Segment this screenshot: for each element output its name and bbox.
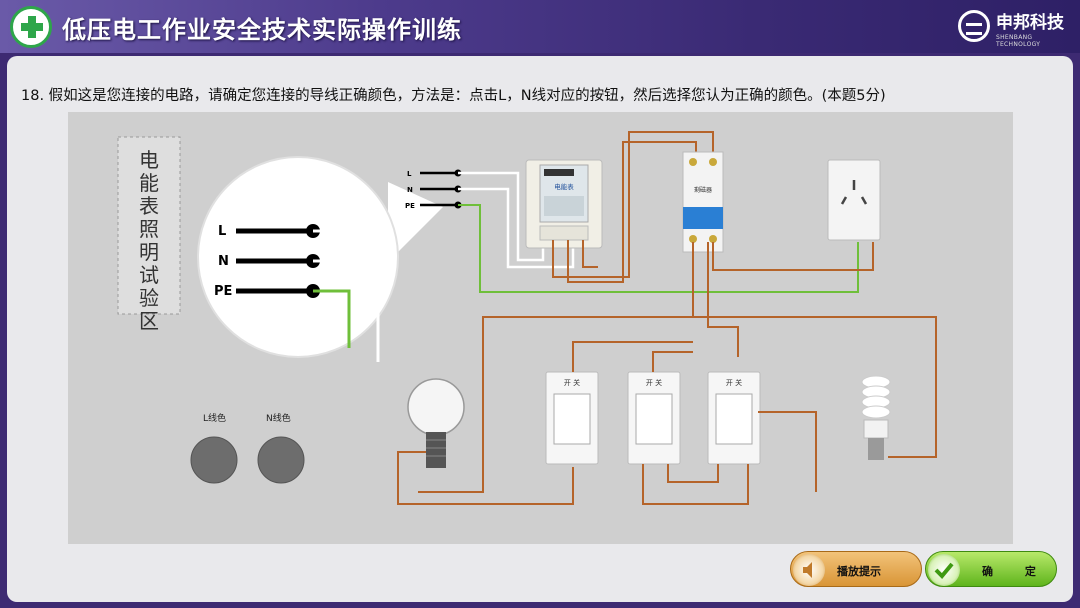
- supply-label-n: N: [407, 186, 413, 194]
- vlabel-char: 试: [139, 263, 159, 287]
- test-area-label: 电 能 表 照 明 试 验 区: [139, 148, 159, 333]
- question-panel: 18. 假如这是您连接的电路，请确定您连接的导线正确颜色，方法是：点击L，N线对…: [7, 56, 1073, 602]
- vlabel-char: 验: [139, 286, 159, 310]
- switch-label: 开 关: [726, 378, 742, 387]
- test-area-label-box: [117, 136, 181, 315]
- n-color-label: N线色: [266, 412, 291, 424]
- brand-logo: 申邦科技 SHENBANG TECHNOLOGY: [958, 8, 1070, 48]
- speaker-icon: [793, 554, 825, 586]
- circuit-diagram: 电 能 表 照 明 试 验 区 L N P: [68, 112, 1013, 544]
- brand-name: 申邦科技: [996, 13, 1064, 33]
- wire-l: [458, 171, 545, 262]
- zoom-label-pe: PE: [214, 284, 232, 299]
- play-hint-button[interactable]: 播放提示: [790, 551, 922, 587]
- brand-mark-icon: [958, 10, 990, 42]
- zoom-wire-l: [313, 229, 389, 244]
- confirm-label: 确 定: [982, 565, 1050, 578]
- safety-cross-logo-icon: [10, 6, 52, 48]
- brand-subtitle: SHENBANG TECHNOLOGY: [996, 34, 1041, 48]
- l-color-label: L线色: [203, 412, 226, 424]
- checkmark-icon: [928, 554, 960, 586]
- breaker-label: 剩磁器: [694, 186, 712, 194]
- wire-n: [458, 187, 575, 269]
- wall-switch-2: 开 关: [627, 371, 681, 465]
- leakage-breaker: 剩磁器: [682, 151, 724, 253]
- switch-label: 开 关: [564, 378, 580, 387]
- vlabel-char: 明: [139, 240, 159, 264]
- vlabel-char: 区: [139, 309, 159, 333]
- power-socket: [827, 159, 881, 241]
- incandescent-bulb: [407, 378, 465, 468]
- title-bar: 低压电工作业安全技术实际操作训练 申邦科技 SHENBANG TECHNOLOG…: [0, 0, 1080, 53]
- vlabel-char: 照: [139, 217, 159, 241]
- vlabel-char: 能: [139, 171, 159, 195]
- switch-label: 开 关: [646, 378, 662, 387]
- app-title: 低压电工作业安全技术实际操作训练: [62, 15, 462, 44]
- l-color-button[interactable]: [190, 436, 238, 484]
- zoom-wire-n: [313, 259, 380, 362]
- play-hint-label: 播放提示: [837, 565, 881, 578]
- energy-meter: 电能表: [525, 159, 603, 249]
- confirm-button[interactable]: 确 定: [925, 551, 1057, 587]
- wall-switch-1: 开 关: [545, 371, 599, 465]
- question-text: 18. 假如这是您连接的电路，请确定您连接的导线正确颜色，方法是：点击L，N线对…: [21, 88, 886, 104]
- zoom-wire-pe: [313, 289, 351, 348]
- vlabel-char: 表: [139, 194, 159, 218]
- supply-label-l: L: [407, 170, 412, 178]
- zoom-pointer: [388, 182, 443, 262]
- zoom-label-n: N: [218, 254, 229, 269]
- supply-label-pe: PE: [405, 202, 415, 210]
- wall-switch-3: 开 关: [707, 371, 761, 465]
- zoom-label-l: L: [218, 224, 226, 239]
- meter-label: 电能表: [554, 182, 574, 191]
- energy-saving-bulb: [861, 375, 891, 460]
- wire-pe: [458, 204, 859, 293]
- n-color-button[interactable]: [257, 436, 305, 484]
- vlabel-char: 电: [139, 148, 159, 172]
